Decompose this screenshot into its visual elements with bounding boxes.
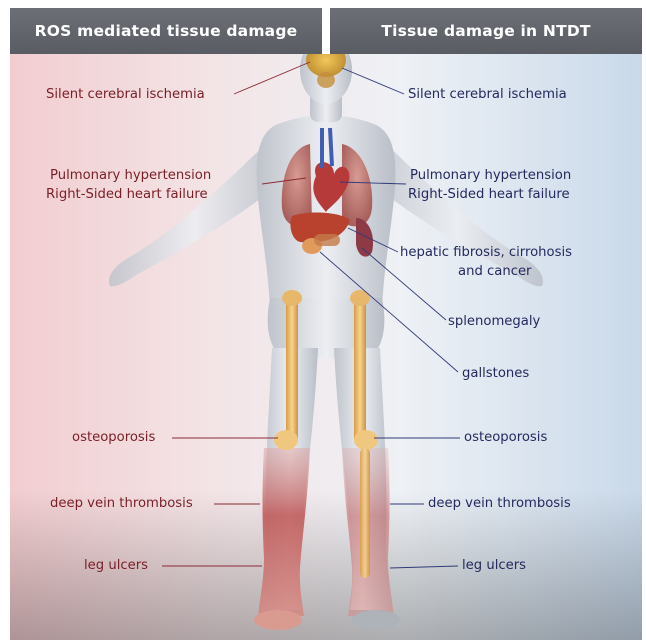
left-label-osteoporosis: osteoporosis (72, 428, 155, 447)
left-label-dvt: deep vein thrombosis (50, 494, 193, 513)
header-left: ROS mediated tissue damage (10, 8, 322, 54)
right-foot (352, 610, 400, 630)
left-label-heart-failure: Right-Sided heart failure (46, 185, 208, 204)
right-label-heart-failure: Right-Sided heart failure (408, 185, 570, 204)
header-right: Tissue damage in NTDT (330, 8, 642, 54)
left-femur (286, 294, 298, 444)
left-foot (254, 610, 302, 630)
right-tibia (360, 448, 370, 578)
right-label-splenomegaly: splenomegaly (448, 312, 540, 331)
right-label-pulmonary: Pulmonary hypertension (410, 166, 571, 185)
left-arm (109, 138, 280, 286)
left-lower-leg-vessels (258, 448, 310, 616)
right-label-ischemia: Silent cerebral ischemia (408, 85, 567, 104)
right-label-leg-ulcers: leg ulcers (462, 556, 526, 575)
right-label-hepatic: hepatic fibrosis, cirrohosis (400, 243, 572, 262)
right-label-osteoporosis: osteoporosis (464, 428, 547, 447)
right-knee (354, 430, 378, 450)
right-label-dvt: deep vein thrombosis (428, 494, 571, 513)
left-knee (274, 430, 298, 450)
left-label-ischemia: Silent cerebral ischemia (46, 85, 205, 104)
header-divider (322, 8, 330, 54)
left-label-pulmonary: Pulmonary hypertension (50, 166, 211, 185)
right-label-hepatic-cancer: and cancer (458, 262, 531, 281)
right-femur (354, 294, 366, 444)
diagram-canvas: ROS mediated tissue damage Tissue damage… (10, 8, 642, 640)
left-label-leg-ulcers: leg ulcers (84, 556, 148, 575)
right-label-gallstones: gallstones (462, 364, 529, 383)
